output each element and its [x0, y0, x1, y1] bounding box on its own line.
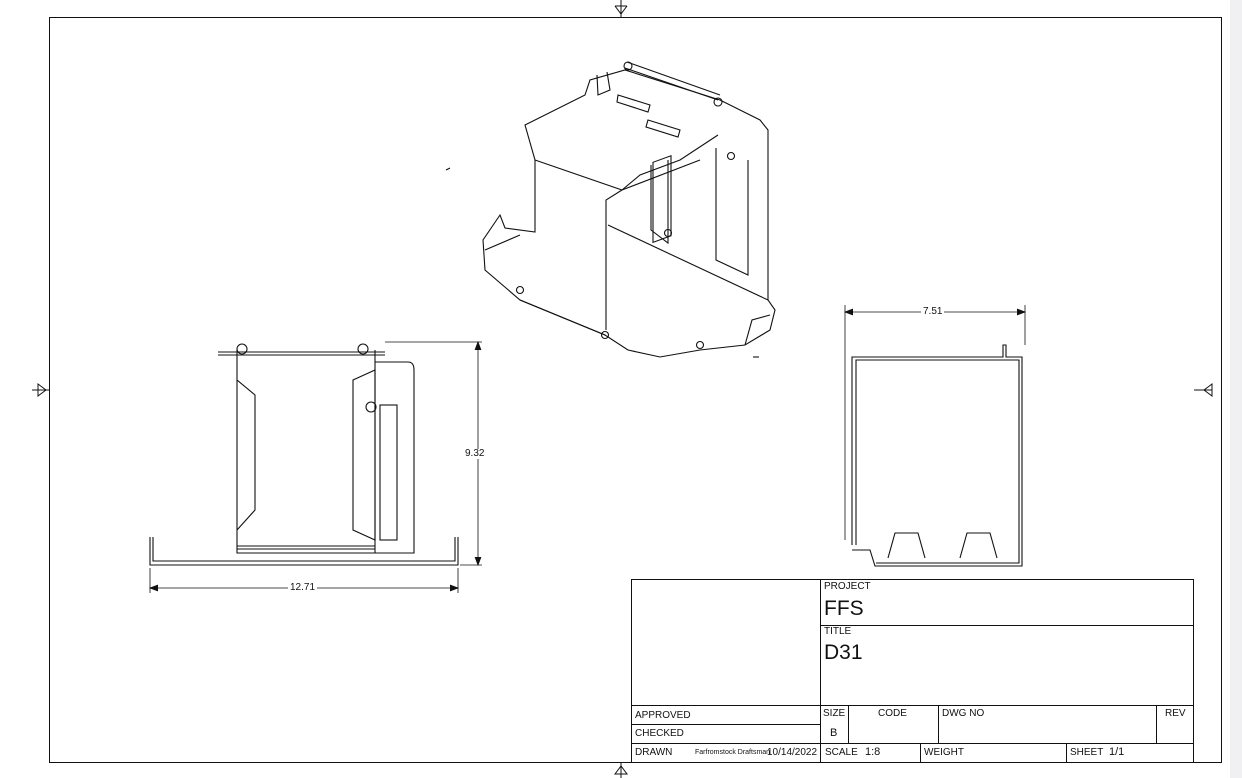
title-value: D31 [824, 641, 863, 664]
approved-label: APPROVED [635, 710, 691, 721]
dwg-no-label: DWG NO [942, 708, 985, 719]
sheet-label: SHEET [1070, 747, 1104, 758]
scale-label: SCALE [825, 747, 858, 758]
centering-mark-bottom [614, 762, 628, 778]
weight-label: WEIGHT [924, 747, 964, 758]
sheet-border [49, 17, 1222, 763]
dimension-side-width [843, 305, 1027, 540]
size-value: B [830, 727, 838, 739]
sheet-value: 1/1 [1109, 746, 1125, 758]
scale-value: 1:8 [865, 746, 881, 758]
viewer-edge [1230, 0, 1242, 778]
drawn-by: Farfromstock Draftsman [695, 749, 771, 756]
dimension-label-height: 9.32 [463, 448, 487, 459]
project-value: FFS [824, 597, 864, 620]
title-label: TITLE [824, 626, 852, 637]
size-label: SIZE [823, 708, 846, 719]
drawn-date: 10/14/2022 [767, 747, 818, 758]
project-label: PROJECT [824, 581, 871, 592]
dimension-label-front-width: 12.71 [288, 582, 318, 593]
checked-label: CHECKED [635, 728, 684, 739]
front-view [149, 343, 459, 566]
isometric-view [445, 61, 776, 358]
centering-mark-right [1194, 383, 1213, 397]
dimension-label-side-width: 7.51 [921, 306, 945, 317]
centering-mark-top [614, 0, 628, 17]
rev-label: REV [1165, 708, 1186, 719]
drawn-label: DRAWN [635, 747, 673, 758]
title-block-lines [631, 579, 1194, 763]
centering-mark-left [32, 383, 49, 397]
side-view [851, 344, 1023, 567]
code-label: CODE [878, 708, 907, 719]
